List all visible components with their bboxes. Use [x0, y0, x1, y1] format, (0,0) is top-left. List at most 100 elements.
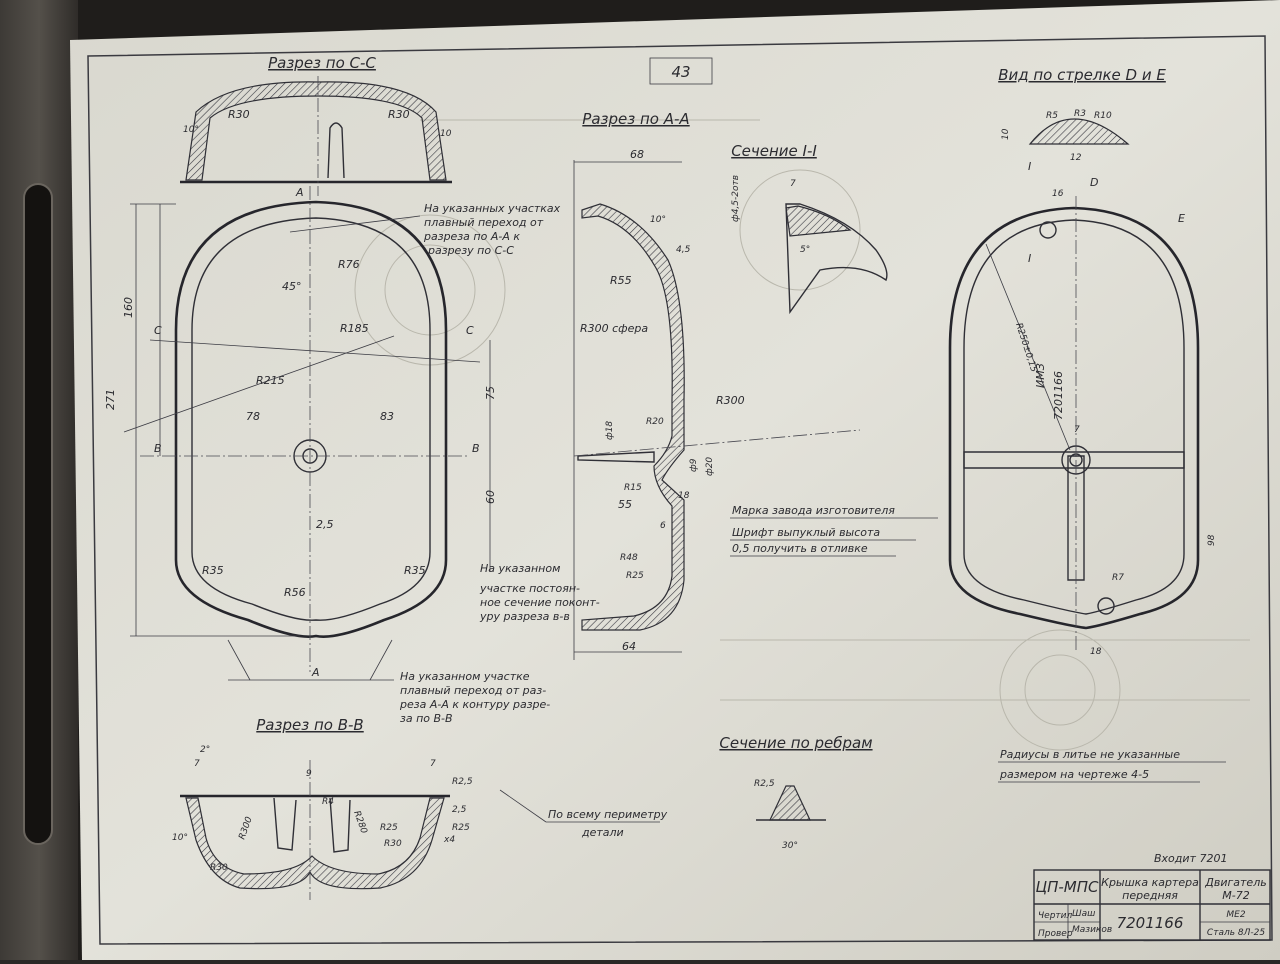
dim-cc-r30-left: R30: [228, 108, 250, 121]
svg-text:размером на чертеже 4-5: размером на чертеже 4-5: [999, 768, 1149, 781]
title-material: Сталь 8Л-25: [1207, 928, 1265, 938]
dim-78: 78: [246, 410, 260, 423]
cut-letter-i-top: I: [1028, 160, 1031, 173]
arrow-letter-d: D: [1090, 176, 1098, 189]
paper-sheet: [70, 0, 1280, 960]
section-aa-title: Разрез по А-А: [582, 110, 689, 128]
title-engine-1: Двигатель: [1204, 876, 1266, 889]
dim-16: 16: [1052, 189, 1064, 199]
svg-text:за по В-В: за по В-В: [400, 712, 453, 725]
enters-assembly: Входит 7201: [1154, 852, 1227, 865]
dim-r185: R185: [340, 322, 369, 335]
dim-aa-10deg: 10°: [650, 215, 666, 225]
cut-letter-a-top: A: [295, 186, 304, 199]
dim-rib-30deg: 30°: [782, 841, 798, 851]
dim-r7: R7: [1112, 573, 1124, 583]
dim-bb-r25-a: R25: [380, 823, 398, 833]
dim-64: 64: [622, 640, 636, 653]
section-bb-rib-left: [273, 797, 297, 851]
svg-text:плавный переход от раз-: плавный переход от раз-: [400, 684, 546, 697]
section-aa-boss: [577, 451, 655, 463]
view-de-title: Вид по стрелке D и E: [998, 66, 1166, 84]
marking-number: 7201166: [1052, 371, 1065, 420]
title-signature-1: Шаш: [1072, 909, 1095, 919]
dim-12: 12: [1070, 153, 1082, 163]
svg-text:0,5 получить в отливке: 0,5 получить в отливке: [732, 542, 868, 555]
section-cc: Разрез по С-С R30 R30 10° 10: [180, 54, 452, 196]
svg-text:Радиусы в литье не указанные: Радиусы в литье не указанные: [1000, 748, 1180, 761]
dim-bb-9: 9: [306, 769, 312, 779]
dim-68: 68: [630, 148, 644, 161]
dim-bb-r2-5: R2,5: [452, 777, 473, 787]
dim-cc-10deg: 10°: [183, 125, 199, 135]
section-aa: Разрез по А-А 68 10° 4,5 R55 R300 сфера …: [573, 110, 861, 660]
dim-4-5: 4,5: [676, 245, 691, 255]
svg-text:ное сечение поконт-: ное сечение поконт-: [480, 596, 600, 609]
dim-r300-sphere: R300 сфера: [580, 322, 648, 335]
dim-5deg: 5°: [800, 245, 810, 255]
dim-r48: R48: [620, 553, 638, 563]
svg-text:По всему периметру: По всему периметру: [548, 808, 668, 821]
title-block: Входит 7201 ЦП-МПС Крышка картера передн…: [1033, 852, 1271, 941]
note-marking: Марка завода изготовителя Шрифт выпуклый…: [730, 504, 938, 557]
dim-r300: R300: [716, 394, 745, 407]
dim-r10: R10: [1094, 111, 1112, 121]
svg-text:реза А-А к контуру разре-: реза А-А к контуру разре-: [399, 698, 550, 711]
page-number-box: 43: [649, 57, 713, 85]
cut-letter-c-right: C: [466, 324, 474, 337]
dim-r55: R55: [610, 274, 632, 287]
dim-r20: R20: [646, 417, 664, 427]
section-cc-rib: [327, 122, 345, 179]
section-bb-profile: [185, 797, 445, 890]
cut-letter-c-left: C: [154, 324, 162, 337]
plan-inner-contour: [191, 217, 431, 621]
section-cc-profile: [185, 81, 447, 181]
dim-55: 55: [618, 498, 632, 511]
title-signature-2: Мазиков: [1072, 925, 1112, 935]
dim-r5: R5: [1046, 111, 1058, 121]
dim-11-7: 7: [790, 179, 796, 189]
dim-d9: ф9: [689, 458, 699, 472]
view-de-rib-section: [1028, 118, 1130, 145]
svg-text:разреза по А-А к: разреза по А-А к: [423, 230, 520, 243]
title-part-name-1: Крышка картера: [1101, 876, 1199, 889]
section-1-1-title: Сечение I-I: [731, 142, 817, 160]
note-constant-section: На указанном участке постоян- ное сечени…: [479, 562, 600, 623]
dim-r15: R15: [624, 483, 642, 493]
svg-text:участке постоян-: участке постоян-: [479, 582, 580, 595]
title-org: ЦП-МПС: [1035, 878, 1099, 896]
svg-text:плавный переход от: плавный переход от: [424, 216, 544, 229]
dim-d20: ф20: [705, 457, 715, 476]
plan-view: A A C C B B 160 271 R76 45° R185 R215 75…: [104, 186, 497, 681]
cut-letter-b-left: B: [154, 442, 162, 455]
dim-bb-2-5: 2,5: [452, 805, 467, 815]
marking-imz: ИМЗ: [1034, 363, 1047, 388]
dim-bb-r25-b: R25: [452, 823, 470, 833]
dim-75: 75: [484, 386, 497, 400]
title-mark: МЕ2: [1226, 910, 1245, 920]
view-de-hole-top: [1039, 221, 1057, 239]
section-1-1-profile: [785, 203, 888, 315]
dim-271: 271: [104, 389, 117, 410]
section-bb-title: Разрез по В-В: [256, 716, 363, 734]
sheet-frame: [87, 35, 1273, 945]
page-number: 43: [671, 63, 690, 81]
dim-r56: R56: [284, 586, 306, 599]
dim-bb-7-right: 7: [430, 759, 436, 769]
svg-text:детали: детали: [581, 826, 624, 839]
view-de-inner-contour: [963, 219, 1185, 615]
section-ribs-title: Сечение по ребрам: [719, 734, 872, 752]
svg-text:На указанном участке: На указанном участке: [400, 670, 530, 683]
dim-de-18: 18: [1090, 647, 1102, 657]
view-de-rib-horizontal: [963, 451, 1185, 469]
dim-bb-2deg: 2°: [200, 745, 210, 755]
dim-r3: R3: [1074, 109, 1086, 119]
section-ribs: Сечение по ребрам R2,5 30°: [719, 734, 872, 851]
dim-cc-r30-right: R30: [388, 108, 410, 121]
dim-r76: R76: [338, 258, 360, 271]
section-bb-rib-right: [329, 797, 351, 853]
dim-6: 6: [660, 521, 666, 531]
note-transition-aa-bb: На указанном участке плавный переход от …: [399, 670, 550, 725]
dim-160: 160: [122, 297, 135, 318]
